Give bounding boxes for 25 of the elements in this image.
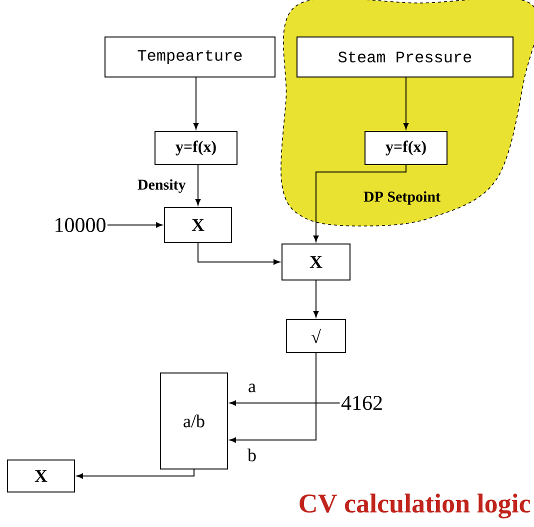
function-block: Tempearture — [104, 36, 276, 78]
function-block: X — [282, 244, 350, 280]
arrow — [106, 222, 162, 228]
function-block: y=f(x) — [154, 131, 238, 165]
arrow — [195, 164, 201, 206]
function-block: √ — [286, 319, 346, 353]
edge-label: a — [247, 382, 257, 394]
function-block: Steam Pressure — [296, 36, 514, 78]
arrow — [76, 469, 194, 479]
arrow — [313, 164, 406, 242]
arrow — [403, 77, 409, 130]
function-block: a/b — [160, 372, 228, 470]
function-block: X — [164, 207, 232, 243]
edge-label: b — [246, 448, 258, 462]
input-value: 4162 — [341, 396, 382, 410]
input-value: 10000 — [56, 218, 106, 232]
arrow — [313, 280, 319, 318]
function-block: y=f(x) — [364, 131, 448, 165]
caption: CV calculation logic — [300, 494, 530, 518]
arrow — [193, 77, 199, 130]
arrow — [230, 400, 340, 406]
function-block: X — [7, 460, 75, 492]
arrow — [230, 352, 316, 443]
arrow — [198, 242, 280, 265]
edge-label: Density — [136, 178, 187, 194]
